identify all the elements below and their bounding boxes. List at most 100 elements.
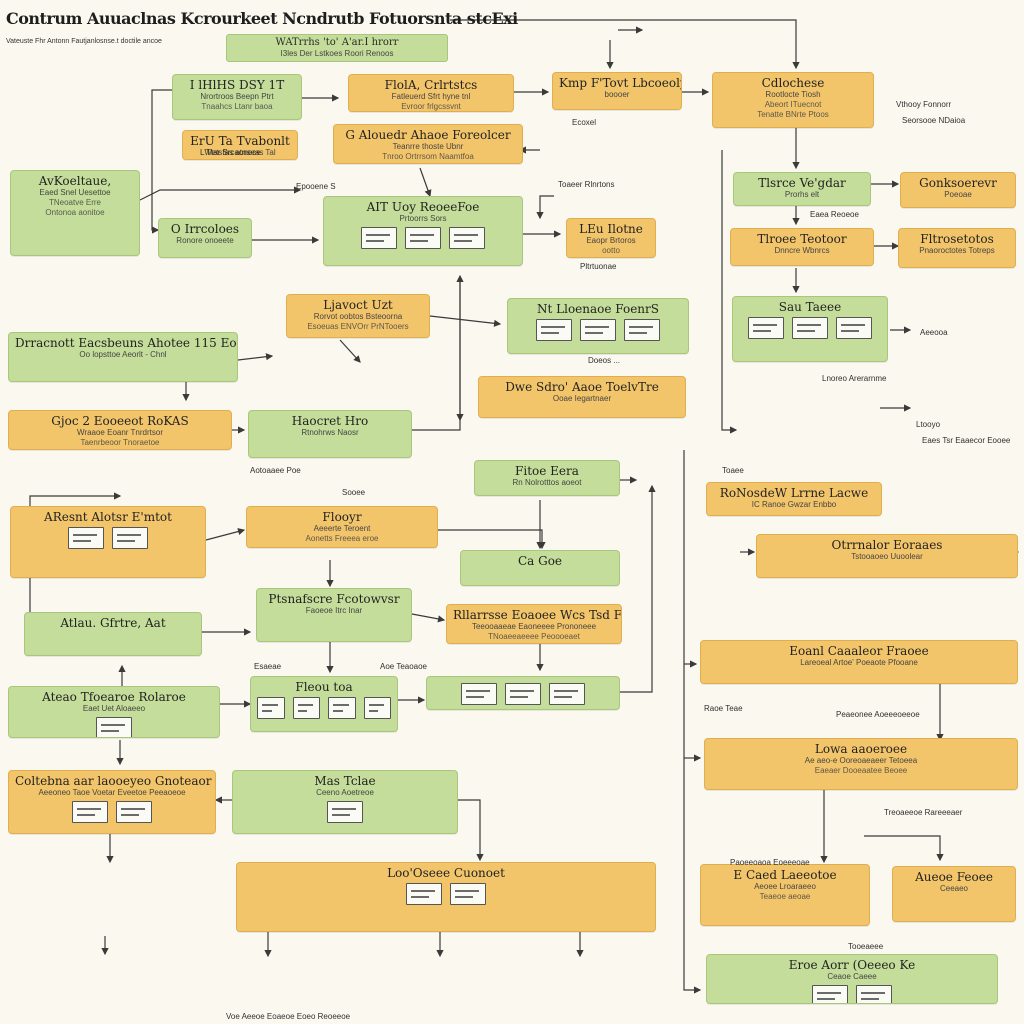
annotation-label: Aeeooa <box>920 328 948 337</box>
thumbnail-row <box>257 697 391 719</box>
document-thumbnail-icon <box>363 697 391 719</box>
thumbnail-row <box>15 717 213 737</box>
flow-node-title: Lowa aaoeroee <box>814 742 908 756</box>
flow-node-text: Teeooaaeae Eaoneeee Prononeee <box>471 622 597 631</box>
document-thumbnail-icon <box>836 317 872 339</box>
flow-node-title: Fitoe Eera <box>515 464 579 478</box>
flow-node-text: Aonetts Freeea eroe <box>305 534 379 543</box>
document-thumbnail-icon <box>328 697 356 719</box>
flow-node-title: Tlroee Teotoor <box>757 232 847 246</box>
document-thumbnail-icon <box>116 801 152 823</box>
flow-node-text: Ae aeo-e Ooreoaeaeer Tetoeea <box>804 756 918 765</box>
annotation-label: Ecoxel <box>572 118 597 127</box>
flow-node-title: Ljavoct Uzt <box>323 298 393 312</box>
flow-node[interactable]: Drracnott Eacsbeuns Ahotee 115 EoaenersO… <box>8 332 238 382</box>
flow-node-text: Eaeaer Dooeaatee Beoee <box>814 766 908 775</box>
flow-node-title: Mas Tclae <box>314 774 376 788</box>
annotation-label: Aoe Teaoaoe <box>380 662 428 671</box>
flow-node-title: LEu Ilotne <box>579 222 643 236</box>
flow-node-title: Sau Taeee <box>778 300 842 314</box>
flow-node[interactable]: AResnt Alotsr E'mtot <box>10 506 206 578</box>
annotation-label: Tooeaeee <box>848 942 884 951</box>
connector-arrow <box>536 195 554 220</box>
document-thumbnail-icon <box>327 801 363 823</box>
flow-node-text: Poeoae <box>944 190 972 199</box>
annotation-label: Eaea Reoeoe <box>810 210 859 219</box>
document-thumbnail-icon <box>748 317 784 339</box>
connector-arrow <box>205 528 246 541</box>
flow-node[interactable]: Loo'Oseee Cuonoet <box>236 862 656 932</box>
annotation-label: Seorsooe NDaioa <box>902 116 966 125</box>
flow-node[interactable] <box>426 676 620 710</box>
flow-node-title: AIT Uoy ReoeeFoe <box>366 200 480 214</box>
flow-node[interactable]: Coltebna aar laooeyeo Gnoteaor EoseeteeA… <box>8 770 216 834</box>
flow-node-text: Fatleuerd Sfrt hyne tnl <box>391 92 471 101</box>
flow-node-text: Esoeuas ENVOrr PrNTooers <box>307 322 409 331</box>
flow-node-text: Dnncre Wbnrcs <box>774 246 830 255</box>
flow-node[interactable]: Nt Lloenaoe FoenrS <box>507 298 689 354</box>
flow-node-text: Rtnohrws Naosr <box>301 428 359 437</box>
flow-node-text: Eaopr Brtoros <box>586 236 636 245</box>
flow-node-title: Eroe Aorr (Oeeeo Ke <box>788 958 916 972</box>
flow-node-text: Nrortroos Beepn Ptrt <box>200 92 274 101</box>
flow-node[interactable]: Atlau. Gfrtre, Aat <box>24 612 202 656</box>
flow-node-title: Fltrosetotos <box>920 232 994 246</box>
thumbnail-row <box>243 883 649 905</box>
flow-node[interactable]: Ca Goe <box>460 550 620 586</box>
annotation-label: Peaeonee Aoeeeoeeoe <box>836 710 920 719</box>
flow-node-title: Dwe Sdro' Aaoe ToelvTre <box>505 380 659 394</box>
flow-node-title: RoNosdeW Lrrne Lacwe <box>719 486 869 500</box>
flow-node-text: Rootlocte Tiosh <box>765 90 821 99</box>
annotation-label: Esaeae <box>254 662 282 671</box>
flow-node[interactable]: Sau Taeee <box>732 296 888 362</box>
document-thumbnail-icon <box>624 319 660 341</box>
document-thumbnail-icon <box>405 227 441 249</box>
annotation-label: Toaeer Rlnrtons <box>558 180 615 189</box>
connector-arrow <box>620 484 656 693</box>
flow-node[interactable]: Rllarrsse Eoaoee Wcs Tsd FatnoeoTeeooaae… <box>446 604 622 644</box>
thumbnail-row <box>239 801 451 823</box>
page-subtitle: Vateuste Fhr Antonn Fautjanlosnse.t doct… <box>6 38 162 45</box>
flow-node-text: TNoaeeaeeee Peoooeaet <box>488 632 580 641</box>
flow-node-title: Ca Goe <box>517 554 563 568</box>
flow-node-title: O Irrcoloes <box>170 222 240 236</box>
flow-node[interactable]: Fleou toa <box>250 676 398 732</box>
document-thumbnail-icon <box>112 527 148 549</box>
connector-arrow <box>151 89 172 234</box>
flow-node-text: Ceeno Aoetreoe <box>316 788 374 797</box>
flow-node-title: Fleou toa <box>295 680 353 694</box>
connector-arrow <box>458 799 484 862</box>
flow-node-text: Wetsfas atnseas Tal <box>204 148 276 157</box>
connector-arrow <box>339 339 361 363</box>
